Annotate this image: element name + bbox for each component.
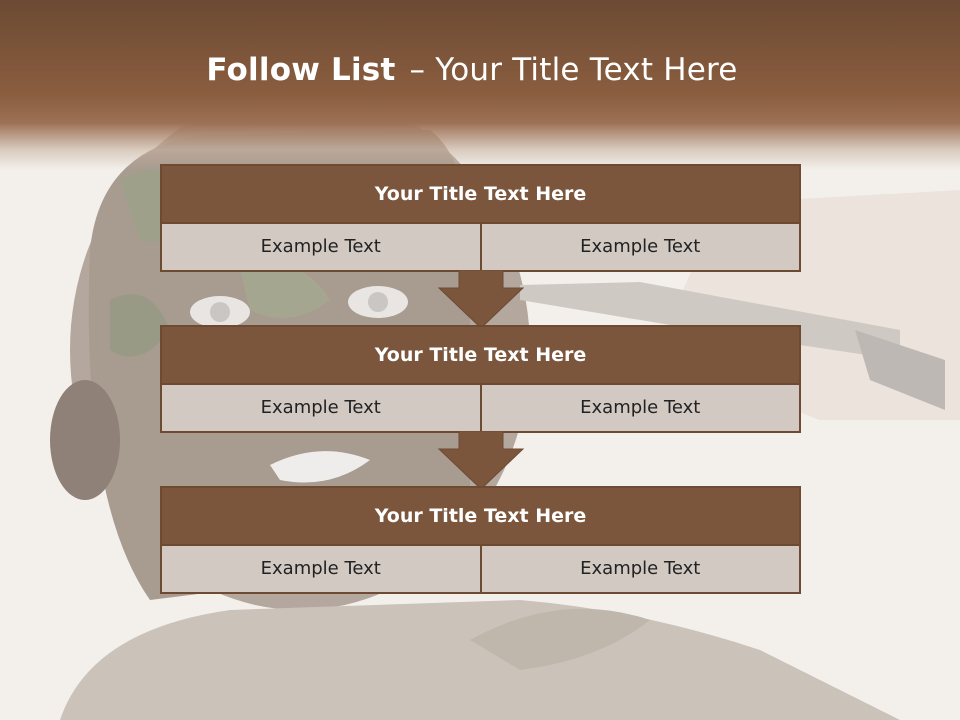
slide-title-bold: Follow List xyxy=(206,52,396,88)
step-box-3: Your Title Text Here Example Text Exampl… xyxy=(160,486,801,594)
header-band xyxy=(0,0,960,170)
step-cell-left: Example Text xyxy=(162,224,480,270)
step-box-1: Your Title Text Here Example Text Exampl… xyxy=(160,164,801,272)
slide-title-dash: – xyxy=(409,52,426,88)
step-box-2: Your Title Text Here Example Text Exampl… xyxy=(160,325,801,433)
step-title: Your Title Text Here xyxy=(162,327,799,385)
step-cell-left: Example Text xyxy=(162,385,480,431)
step-row: Example Text Example Text xyxy=(162,546,799,592)
down-arrow-icon xyxy=(437,431,525,490)
step-cell-left: Example Text xyxy=(162,546,480,592)
step-row: Example Text Example Text xyxy=(162,385,799,431)
down-arrow-icon xyxy=(437,270,525,329)
slide-title: Follow List–Your Title Text Here xyxy=(0,52,944,88)
step-title: Your Title Text Here xyxy=(162,488,799,546)
step-cell-right: Example Text xyxy=(479,224,799,270)
step-cell-right: Example Text xyxy=(479,385,799,431)
slide-title-rest: Your Title Text Here xyxy=(435,52,738,88)
step-cell-right: Example Text xyxy=(479,546,799,592)
step-title: Your Title Text Here xyxy=(162,166,799,224)
step-row: Example Text Example Text xyxy=(162,224,799,270)
